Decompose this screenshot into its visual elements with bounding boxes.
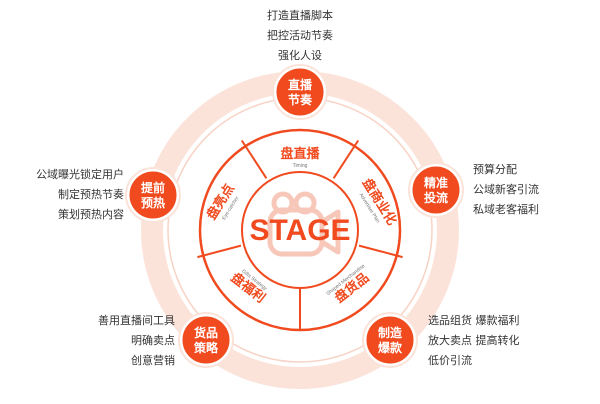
- note-bottom-right-1: 选品组货 爆款福利: [428, 314, 520, 327]
- notes-right: 预算分配 公域新客引流 私域老客福利: [473, 160, 593, 220]
- note-bottom-left-1: 善用直播间工具: [98, 314, 175, 327]
- notes-bottom-right: 选品组货 爆款福利 放大卖点 提高转化 低价引流: [428, 311, 593, 371]
- badge-bottom-right-line1: 制造: [378, 325, 403, 340]
- notes-bottom-left: 善用直播间工具 明确卖点 创意营销: [40, 311, 175, 371]
- ring-segment-top: 盘直播 Timing: [280, 146, 320, 169]
- note-right-2: 公域新客引流: [473, 183, 539, 196]
- badge-left-line1: 提前: [141, 180, 165, 195]
- badge-top-line1: 直播: [288, 77, 313, 92]
- note-right-1: 预算分配: [473, 163, 517, 176]
- camera-logo-icon: [267, 191, 341, 257]
- notes-top: 打造直播脚本 把控活动节奏 强化人设: [240, 6, 360, 66]
- segment-title-top: 盘直播: [280, 146, 320, 162]
- badge-bottom-left-line2: 策略: [194, 340, 219, 355]
- note-bottom-right-3: 低价引流: [428, 354, 472, 367]
- note-top-2: 把控活动节奏: [267, 29, 333, 42]
- note-bottom-left-3: 创意营销: [131, 354, 175, 367]
- note-bottom-left-2: 明确卖点: [131, 334, 175, 347]
- notes-left: 公域曝光锁定用户 制定预热节奏 策划预热内容: [6, 165, 124, 225]
- segment-dividers: [197, 139, 403, 330]
- badge-right-line1: 精准: [424, 175, 448, 190]
- center-title: STAGE: [249, 214, 350, 247]
- badge-right: 精准 投流: [408, 162, 464, 218]
- note-bottom-right-2: 放大卖点 提高转化: [428, 334, 520, 347]
- badge-bottom-left-line1: 货品: [194, 325, 218, 340]
- badge-right-line2: 投流: [424, 190, 448, 205]
- badge-top: 直播 节奏: [272, 64, 328, 120]
- badge-left-line2: 预热: [141, 195, 165, 210]
- badge-bottom-right-line2: 爆款: [378, 340, 403, 355]
- badge-bottom-left: 货品 策略: [178, 312, 234, 368]
- note-top-1: 打造直播脚本: [267, 9, 333, 22]
- note-top-3: 强化人设: [278, 49, 322, 62]
- segment-subtitle-top: Timing: [293, 163, 308, 169]
- note-left-2: 制定预热节奏: [58, 188, 124, 201]
- note-right-3: 私域老客福利: [473, 203, 539, 216]
- badge-top-line2: 节奏: [288, 92, 313, 107]
- note-left-1: 公域曝光锁定用户: [36, 168, 124, 181]
- badge-bottom-right: 制造 爆款: [362, 312, 418, 368]
- badge-left: 提前 预热: [125, 167, 181, 223]
- note-left-3: 策划预热内容: [58, 208, 124, 221]
